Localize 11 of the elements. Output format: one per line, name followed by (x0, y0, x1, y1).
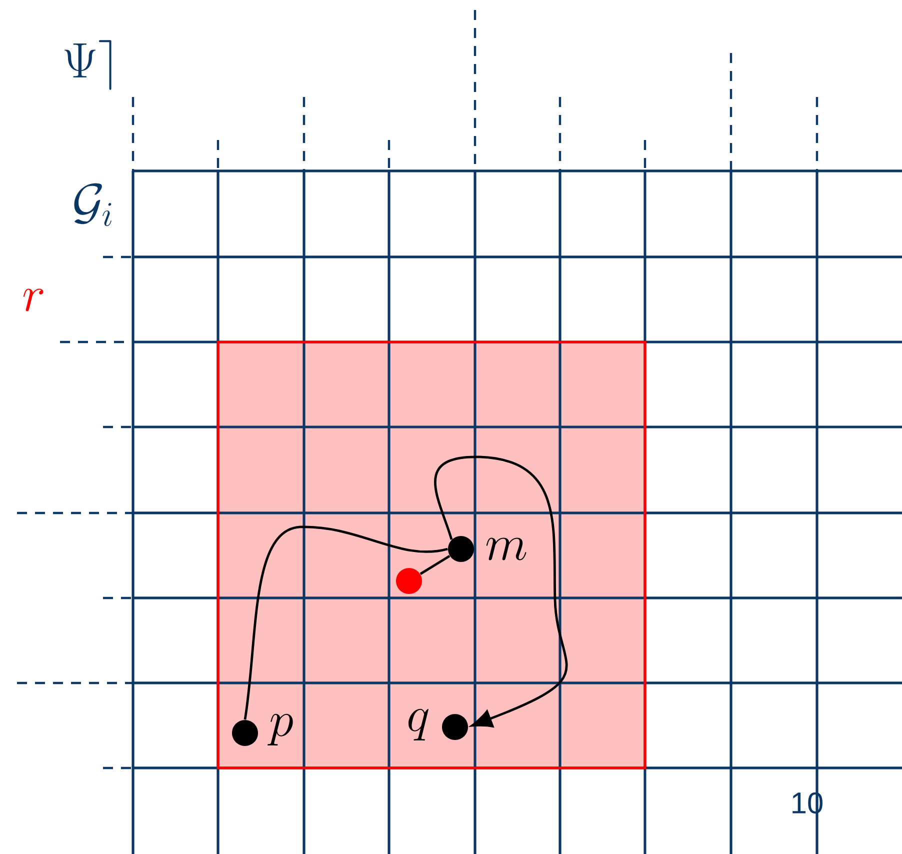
point-label: $q$ (408, 708, 428, 741)
point-label: $p$ (268, 714, 293, 746)
dot (448, 536, 474, 562)
dot (232, 720, 258, 746)
curve-arrow (434, 456, 568, 728)
math-label: $r$ (23, 288, 44, 312)
dot (442, 714, 468, 740)
point-label: $m$ (486, 538, 526, 560)
dot (396, 568, 422, 594)
math-label: $\Psi\rceil$ (64, 40, 112, 90)
math-label: $\mathcal{G}_i$ (74, 183, 112, 226)
